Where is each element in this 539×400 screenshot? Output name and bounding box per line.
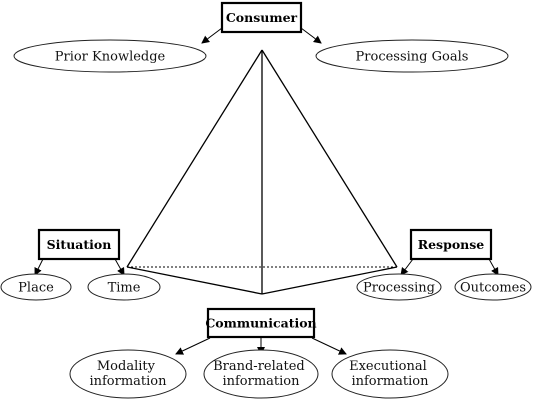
- arrow-consumer-prior-knowledge: [201, 27, 223, 44]
- communication-label: Communication: [205, 316, 316, 331]
- processing-node: Processing: [356, 273, 442, 301]
- response-box: [409, 228, 493, 261]
- processing-label: Processing: [363, 281, 435, 296]
- processing-oval: [356, 273, 442, 301]
- brand-related-information-oval: [203, 349, 319, 399]
- processing-goals-label: Processing Goals: [356, 50, 469, 65]
- time-oval: [87, 273, 161, 301]
- pyramid-edge-right: [261, 49, 398, 268]
- situation-box: [37, 228, 121, 261]
- brand-related-information-label: Brand-related information: [213, 359, 309, 389]
- processing-goals-node: Processing Goals: [315, 39, 509, 73]
- consumer-node: Consumer: [220, 1, 303, 34]
- communication-box: [206, 307, 316, 339]
- place-node: Place: [0, 273, 72, 301]
- response-node: Response: [409, 228, 493, 261]
- brand-related-information-node: Brand-related information: [203, 349, 319, 399]
- modality-information-node: Modality information: [69, 349, 187, 399]
- communication-node: Communication: [205, 307, 317, 339]
- pyramid-shape: [126, 49, 398, 295]
- situation-label: Situation: [47, 237, 112, 252]
- modality-information-label: Modality information: [89, 359, 167, 389]
- time-node: Time: [87, 273, 161, 301]
- modality-information-oval: [69, 349, 187, 399]
- time-label: Time: [108, 281, 141, 296]
- prior-knowledge-node: Prior Knowledge: [13, 39, 207, 73]
- consumer-box: [220, 1, 303, 34]
- executional-information-label: Executional information: [349, 359, 431, 389]
- prior-knowledge-label: Prior Knowledge: [55, 50, 166, 65]
- executional-information-oval: [331, 349, 449, 399]
- modality-line-2: information: [89, 374, 167, 389]
- prior-knowledge-oval: [13, 39, 207, 73]
- outcomes-node: Outcomes: [454, 273, 532, 301]
- arrow-consumer-processing-goals: [300, 27, 322, 44]
- response-label: Response: [418, 237, 485, 252]
- pyramid-edge-left: [126, 49, 263, 268]
- arrow-situation-place: [34, 258, 44, 276]
- place-oval: [0, 273, 72, 301]
- executional-line-2: information: [351, 374, 429, 389]
- executional-information-node: Executional information: [331, 349, 449, 399]
- outcomes-label: Outcomes: [460, 281, 526, 296]
- arrow-response-outcomes: [488, 258, 499, 276]
- processing-goals-oval: [315, 39, 509, 73]
- executional-line-1: Executional: [349, 359, 427, 374]
- outcomes-oval: [454, 273, 532, 301]
- arrow-communication-modality: [175, 337, 211, 355]
- place-label: Place: [18, 281, 54, 296]
- arrow-response-processing: [400, 258, 414, 276]
- brand-related-line-2: information: [222, 374, 300, 389]
- arrow-situation-time: [114, 258, 125, 276]
- pyramid-base-left: [126, 266, 263, 295]
- arrow-communication-executional: [311, 337, 347, 355]
- situation-node: Situation: [37, 228, 121, 261]
- consumer-label: Consumer: [226, 10, 298, 25]
- brand-related-line-1: Brand-related: [213, 359, 305, 374]
- pyramid-base-right: [261, 266, 398, 295]
- modality-line-1: Modality: [97, 359, 156, 374]
